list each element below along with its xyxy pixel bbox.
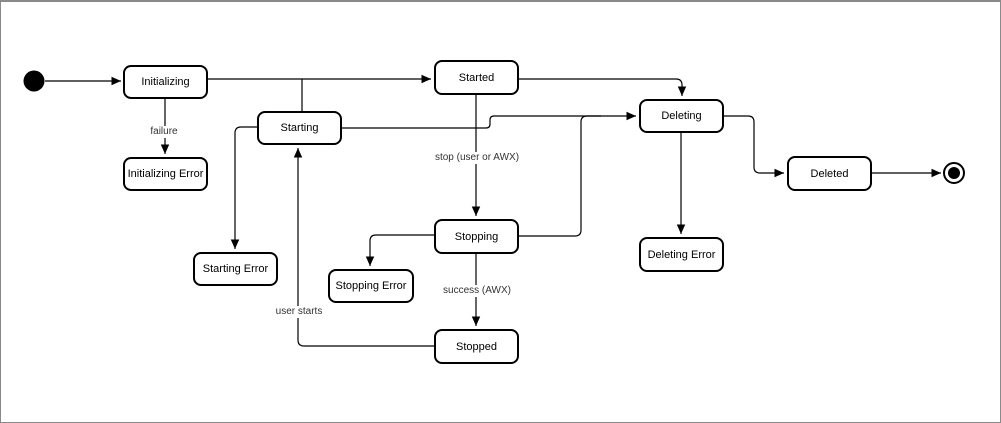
state-started[interactable]: Started — [434, 60, 519, 95]
edge-stopping-to-stopping-error[interactable] — [365, 234, 434, 266]
state-starting[interactable]: Starting — [257, 111, 342, 145]
state-stopping[interactable]: Stopping — [434, 219, 519, 254]
edge-starting-to-deleting[interactable] — [342, 111, 636, 129]
state-label: Deleting Error — [647, 248, 716, 261]
edge-stopped-to-starting[interactable] — [293, 148, 434, 347]
state-label: Deleted — [810, 167, 849, 180]
edge-label-success-awx: success (AWX) — [441, 285, 513, 297]
initial-state-marker[interactable] — [23, 70, 45, 92]
state-stopped[interactable]: Stopped — [434, 329, 519, 364]
edge-stopping-to-deleting[interactable] — [519, 115, 601, 237]
state-deleting-error[interactable]: Deleting Error — [639, 237, 724, 272]
edge-label-stop-user-or-awx: stop (user or AWX) — [432, 152, 522, 164]
edge-started-to-deleting[interactable] — [519, 78, 687, 96]
edge-label-user-starts: user starts — [273, 306, 325, 318]
state-label: Starting Error — [202, 263, 269, 275]
state-deleting[interactable]: Deleting — [639, 99, 724, 133]
state-label: Stopping Error — [335, 280, 407, 292]
state-initializing[interactable]: Initializing — [123, 65, 208, 99]
state-stopping-error[interactable]: Stopping Error — [328, 269, 414, 303]
state-label: Started — [458, 71, 495, 84]
state-label: Stopped — [456, 340, 497, 353]
state-label: Initializing — [141, 76, 190, 88]
state-label: Deleting — [661, 110, 702, 122]
state-starting-error[interactable]: Starting Error — [193, 252, 278, 286]
final-state-marker[interactable] — [943, 162, 965, 184]
state-label: Stopping — [454, 230, 499, 243]
edge-deleting-to-deleted[interactable] — [724, 115, 784, 178]
edge-starting-to-starting-error[interactable] — [230, 126, 257, 249]
state-initializing-error[interactable]: Initializing Error — [123, 157, 208, 191]
state-deleted[interactable]: Deleted — [787, 156, 872, 191]
state-label: Initializing Error — [127, 168, 204, 180]
edge-label-failure: failure — [148, 126, 180, 138]
state-label: Starting — [280, 122, 319, 134]
